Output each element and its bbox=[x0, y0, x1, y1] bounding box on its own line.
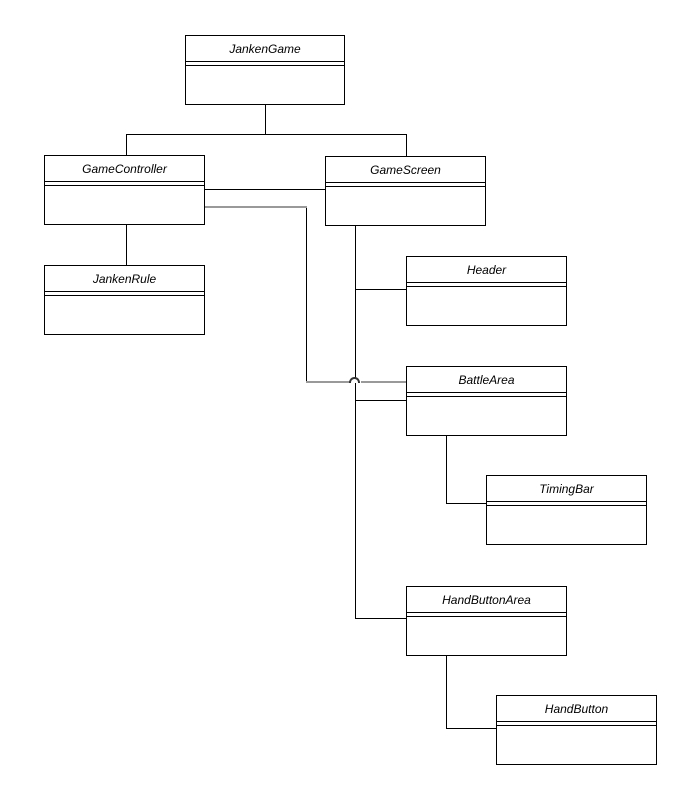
edge-to-gamecontroller bbox=[126, 134, 127, 155]
attributes-compartment bbox=[45, 292, 204, 296]
class-name-gamescreen: GameScreen bbox=[326, 157, 485, 183]
class-box-jankenrule: JankenRule bbox=[44, 265, 205, 335]
class-box-handbutton: HandButton bbox=[496, 695, 657, 765]
attributes-compartment bbox=[407, 613, 566, 617]
edge-handbuttonarea-handbutton-h bbox=[446, 728, 496, 729]
attributes-compartment bbox=[407, 283, 566, 287]
edge-gamecontroller-battlearea-gray-2 bbox=[306, 381, 350, 383]
edge-battlearea-timingbar-h bbox=[446, 503, 486, 504]
edge-handbuttonarea-handbutton-v bbox=[446, 656, 447, 729]
methods-compartment bbox=[407, 617, 566, 655]
class-box-timingbar: TimingBar bbox=[486, 475, 647, 545]
line-hop-arc bbox=[349, 377, 360, 383]
edge-gamescreen-trunk bbox=[355, 225, 356, 619]
class-box-gamecontroller: GameController bbox=[44, 155, 205, 225]
class-name-jankenrule: JankenRule bbox=[45, 266, 204, 292]
class-name-jankengame: JankenGame bbox=[186, 36, 344, 62]
class-name-handbutton: HandButton bbox=[497, 696, 656, 722]
edge-jankengame-stem bbox=[265, 105, 266, 134]
class-name-header: Header bbox=[407, 257, 566, 283]
attributes-compartment bbox=[407, 393, 566, 397]
attributes-compartment bbox=[326, 183, 485, 187]
attributes-compartment bbox=[45, 182, 204, 186]
edge-gamecontroller-gamescreen bbox=[205, 189, 325, 190]
attributes-compartment bbox=[487, 502, 646, 506]
methods-compartment bbox=[45, 296, 204, 334]
class-name-battlearea: BattleArea bbox=[407, 367, 566, 393]
edge-gamecontroller-battlearea-gray-3 bbox=[361, 381, 406, 383]
edge-battlearea-timingbar-v bbox=[446, 435, 447, 504]
class-box-jankengame: JankenGame bbox=[185, 35, 345, 105]
methods-compartment bbox=[497, 726, 656, 764]
edge-gamescreen-battlearea bbox=[355, 400, 406, 401]
class-name-gamecontroller: GameController bbox=[45, 156, 204, 182]
methods-compartment bbox=[487, 506, 646, 544]
edge-gamecontroller-battlearea-gray-1 bbox=[205, 206, 307, 208]
edge-jankengame-splitbar bbox=[126, 134, 407, 135]
methods-compartment bbox=[45, 186, 204, 224]
edge-gamescreen-header bbox=[355, 289, 406, 290]
class-box-gamescreen: GameScreen bbox=[325, 156, 486, 226]
attributes-compartment bbox=[186, 62, 344, 66]
methods-compartment bbox=[407, 287, 566, 325]
edge-gamecontroller-battlearea-v bbox=[306, 207, 307, 383]
edge-to-gamescreen bbox=[406, 134, 407, 156]
class-name-handbuttonarea: HandButtonArea bbox=[407, 587, 566, 613]
methods-compartment bbox=[326, 187, 485, 225]
class-box-header: Header bbox=[406, 256, 567, 326]
attributes-compartment bbox=[497, 722, 656, 726]
edge-gamescreen-handbuttonarea bbox=[355, 618, 406, 619]
class-name-timingbar: TimingBar bbox=[487, 476, 646, 502]
class-box-handbuttonarea: HandButtonArea bbox=[406, 586, 567, 656]
class-box-battlearea: BattleArea bbox=[406, 366, 567, 436]
methods-compartment bbox=[186, 66, 344, 104]
methods-compartment bbox=[407, 397, 566, 435]
edge-gamecontroller-jankenrule bbox=[126, 225, 127, 265]
